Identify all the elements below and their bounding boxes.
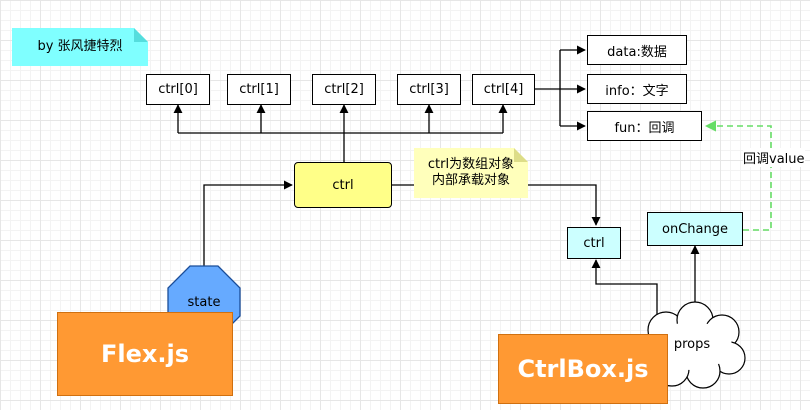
- callback-value-label: 回调value: [743, 148, 805, 167]
- ctrl-center-label: ctrl: [332, 177, 354, 193]
- ctrl-array-connectors: [173, 104, 508, 162]
- ctrl-center-node: ctrl: [294, 162, 392, 208]
- field-info-label: info：文字: [605, 83, 669, 99]
- ctrl-note-line2: 内部承载对象: [431, 173, 510, 188]
- ctrl-item-0: ctrl[0]: [146, 74, 210, 105]
- field-data-label: data:数据: [607, 44, 667, 60]
- field-data: data:数据: [587, 35, 687, 65]
- ctrlbox-component: CtrlBox.js: [498, 334, 668, 404]
- ctrl-item-2-label: ctrl[2]: [324, 82, 364, 97]
- ctrl-note: ctrl为数组对象 内部承载对象: [414, 148, 528, 198]
- ctrl-item-4: ctrl[4]: [472, 74, 535, 105]
- ctrl-item-0-label: ctrl[0]: [158, 82, 198, 97]
- props-label: props: [673, 336, 711, 352]
- props-to-ctrl-connector: [591, 259, 658, 316]
- onchange-label: onChange: [662, 221, 728, 237]
- ctrlbox-ctrl-node: ctrl: [567, 227, 621, 259]
- flex-component-label: Flex.js: [100, 340, 189, 368]
- ctrl-item-1-label: ctrl[1]: [239, 82, 279, 97]
- ctrl4-field-connectors: [535, 45, 586, 131]
- author-note-text: by 张风捷特烈: [37, 39, 123, 54]
- state-to-ctrl-connector: [203, 180, 293, 268]
- field-fun-label: fun：回调: [614, 120, 675, 136]
- ctrl-item-2: ctrl[2]: [312, 74, 376, 105]
- flex-component: Flex.js: [57, 312, 233, 396]
- ctrlbox-component-label: CtrlBox.js: [517, 355, 649, 383]
- onchange-node: onChange: [647, 212, 743, 246]
- ctrlbox-ctrl-label: ctrl: [583, 235, 605, 251]
- author-note: by 张风捷特烈: [12, 28, 148, 66]
- field-info: info：文字: [587, 74, 687, 104]
- ctrl-item-1: ctrl[1]: [227, 74, 291, 105]
- ctrl-item-4-label: ctrl[4]: [483, 82, 524, 97]
- ctrl-item-3-label: ctrl[3]: [409, 82, 449, 97]
- field-fun: fun：回调: [587, 111, 702, 141]
- callback-dashed-connector: [704, 120, 772, 231]
- ctrl-note-line1: ctrl为数组对象: [427, 157, 515, 172]
- ctrl-item-3: ctrl[3]: [397, 74, 461, 105]
- state-label: state: [187, 294, 221, 310]
